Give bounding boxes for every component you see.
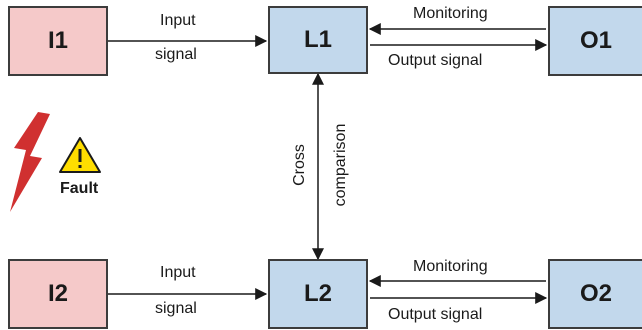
input-signal-label-1b: signal xyxy=(155,46,197,63)
monitoring-label-2: Monitoring xyxy=(413,258,488,275)
output-box-o1: O1 xyxy=(548,6,642,76)
warning-icon xyxy=(59,137,101,173)
input-signal-label-1a: Input xyxy=(160,12,196,29)
input-signal-label-2b: signal xyxy=(155,300,197,317)
input-signal-label-2a: Input xyxy=(160,264,196,281)
monitoring-label-1: Monitoring xyxy=(413,5,488,22)
output-signal-label-1: Output signal xyxy=(388,52,483,69)
cross-label: Cross xyxy=(291,144,308,186)
comparison-label: comparison xyxy=(332,123,349,207)
input-box-i1: I1 xyxy=(8,6,108,76)
logic-box-l1: L1 xyxy=(268,6,368,74)
output-box-o2: O2 xyxy=(548,259,642,329)
lightning-icon xyxy=(10,112,50,212)
logic-box-l2: L2 xyxy=(268,259,368,329)
fault-label: Fault xyxy=(60,180,99,197)
output-signal-label-2: Output signal xyxy=(388,306,483,323)
input-box-i2: I2 xyxy=(8,259,108,329)
